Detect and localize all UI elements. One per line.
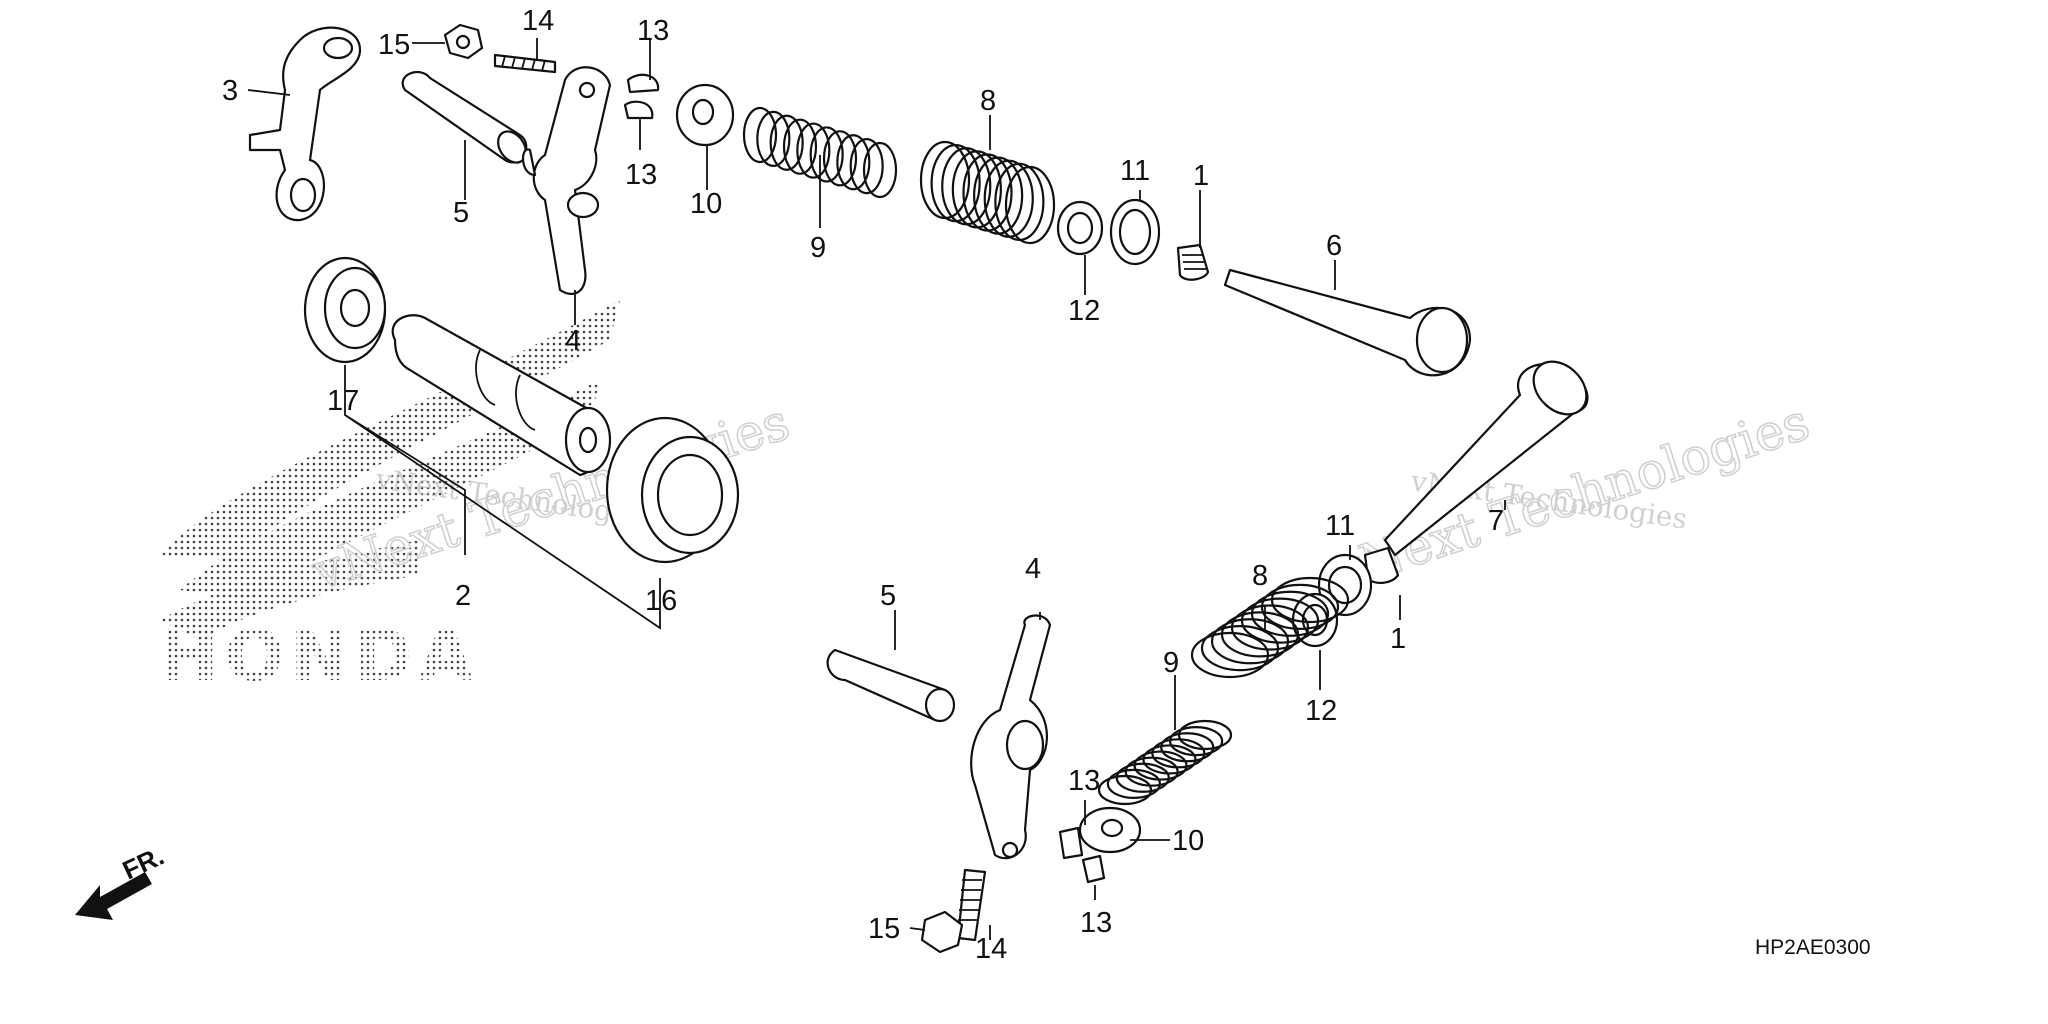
callout-11-bottom: 11	[1325, 510, 1355, 542]
callout-11-top: 11	[1120, 155, 1150, 187]
callout-14-bottom: 14	[975, 933, 1007, 965]
callout-13-bottom-a: 13	[1068, 765, 1100, 797]
part-3-bracket	[248, 26, 362, 222]
callout-6: 6	[1326, 230, 1342, 262]
front-direction-label: FR.	[118, 841, 169, 886]
front-direction-arrow: FR.	[75, 841, 169, 920]
callout-1-top: 1	[1193, 160, 1209, 192]
callout-3: 3	[222, 75, 238, 107]
part-5-pin-bottom	[826, 648, 956, 723]
part-10-retainer-bottom	[1078, 806, 1142, 854]
part-13-cotters-bottom	[1058, 826, 1106, 884]
callout-15-bottom: 15	[868, 913, 900, 945]
part-1-stem-seal-top	[1176, 243, 1210, 281]
callout-16: 16	[645, 585, 677, 617]
callout-8-bottom: 8	[1252, 560, 1268, 592]
part-6-valve	[1223, 268, 1472, 377]
callout-4-bottom: 4	[1025, 553, 1041, 585]
part-11-washer-bottom	[1317, 553, 1373, 617]
callout-17: 17	[327, 385, 359, 417]
callout-13-top-a: 13	[637, 15, 669, 47]
part-4-rocker-arm-bottom	[970, 614, 1052, 860]
part-15-nut-top	[443, 23, 484, 60]
part-4-rocker-arm-top	[522, 66, 612, 295]
callout-2: 2	[455, 580, 471, 612]
part-8-outer-spring-top	[919, 140, 1056, 245]
part-17-bearing	[303, 256, 387, 364]
callout-7: 7	[1488, 505, 1504, 537]
callout-14-top: 14	[522, 5, 554, 37]
part-16-bearing	[605, 416, 740, 564]
callout-15-top: 15	[378, 29, 410, 61]
part-14-screw-top	[493, 53, 557, 74]
callout-4-top: 4	[565, 325, 581, 357]
callout-10-bottom: 10	[1172, 825, 1204, 857]
callout-labels: 3 15 14 13 13 5 10 9 8 11 1 12 6 4 17 2 …	[222, 5, 1504, 965]
part-9-inner-spring-bottom	[1097, 719, 1233, 806]
callout-5-top: 5	[453, 197, 469, 229]
callout-10-top: 10	[690, 188, 722, 220]
part-10-retainer-top	[675, 83, 735, 147]
callout-13-top-b: 13	[625, 159, 657, 191]
part-13-cotters-top	[623, 73, 660, 120]
honda-brand-text: HONDA	[160, 615, 479, 697]
callout-12-bottom: 12	[1305, 695, 1337, 727]
part-14-screw-bottom	[956, 868, 987, 942]
callout-13-bottom-b: 13	[1080, 907, 1112, 939]
part-12-seal-top	[1056, 200, 1104, 256]
part-7-valve	[1383, 360, 1589, 557]
watermark-text-4: vNext Technologies	[1325, 393, 1816, 602]
part-11-washer-top	[1109, 198, 1161, 266]
part-9-inner-spring-top	[742, 106, 898, 199]
callout-12-top: 12	[1068, 295, 1100, 327]
drawing-code: HP2AE0300	[1755, 936, 1871, 959]
part-8-outer-spring-bottom	[1190, 576, 1350, 679]
callout-8-top: 8	[980, 85, 996, 117]
part-5-pin-top	[401, 71, 528, 164]
leader-lines	[247, 38, 1506, 940]
part-2-camshaft	[391, 314, 612, 477]
callout-5-bottom: 5	[880, 580, 896, 612]
part-15-nut-bottom	[920, 910, 964, 954]
callout-9-top: 9	[810, 232, 826, 264]
callout-9-bottom: 9	[1163, 647, 1179, 679]
callout-1-bottom: 1	[1390, 623, 1406, 655]
